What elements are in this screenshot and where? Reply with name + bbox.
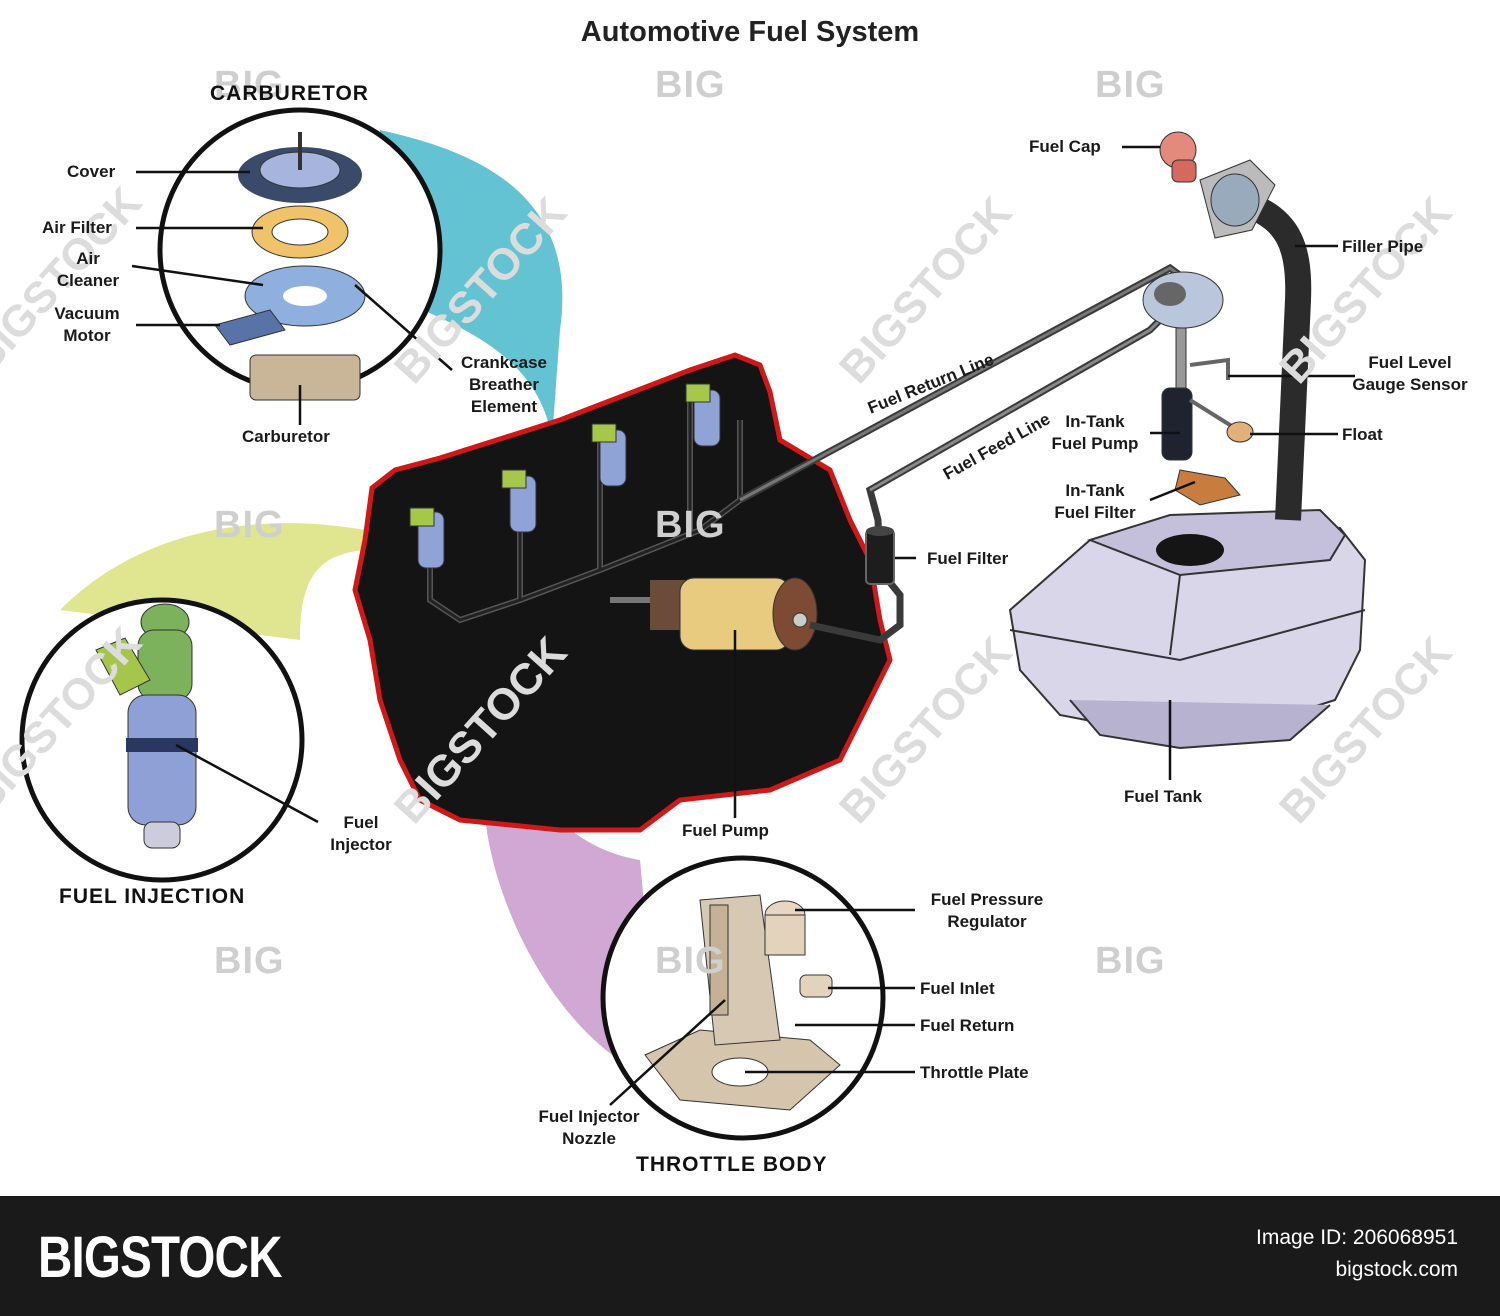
label-fuel-inlet: Fuel Inlet (920, 979, 995, 998)
watermark-big: BIG (214, 64, 285, 106)
filler-pipe-illustration (1243, 192, 1312, 521)
fuel-pump-illustration (610, 577, 818, 651)
label-float: Float (1342, 425, 1383, 444)
engine-injector-3 (591, 423, 627, 487)
watermark-big: BIG (214, 504, 285, 546)
throttle-body-illustration (644, 894, 841, 1111)
fuel-tank-illustration (1008, 508, 1367, 750)
label-fuel-pressure-regulator: Fuel Pressure Regulator (930, 890, 1044, 931)
watermark-big: BIG (214, 940, 285, 982)
watermark-big: BIG (1095, 64, 1166, 106)
section-fuel-injection: FUEL INJECTION (59, 885, 246, 908)
label-fuel-injector-nozzle: Fuel Injector Nozzle (538, 1107, 640, 1148)
engine-block (352, 352, 893, 833)
fuel-cap-illustration (1159, 131, 1197, 183)
label-carburetor: Carburetor (242, 427, 330, 446)
carburetor-parts (214, 132, 366, 401)
diagram-title: Automotive Fuel System (580, 16, 920, 48)
watermark-big: BIG (655, 64, 726, 106)
label-crankcase-breather: Crankcase Breather Element (460, 353, 547, 416)
label-throttle-plate: Throttle Plate (920, 1063, 1029, 1082)
watermark-big: BIG (655, 504, 726, 546)
label-fuel-injector: Fuel Injector (330, 813, 392, 854)
bigstock-logo: BIGSTOCK (38, 1225, 282, 1290)
label-fuel-tank: Fuel Tank (1124, 787, 1203, 806)
label-fuel-filter: Fuel Filter (927, 549, 1009, 568)
section-carburetor: CARBURETOR (210, 82, 369, 105)
engine-injector-2 (501, 469, 537, 533)
watermark-big: BIG (655, 940, 726, 982)
large-fuel-injector-illustration (95, 603, 198, 849)
throttle-callout-bubble (458, 470, 660, 1080)
label-fuel-level-gauge-sensor: Fuel Level Gauge Sensor (1352, 353, 1468, 394)
filler-neck (1199, 159, 1276, 239)
fuel-filter-illustration (865, 526, 895, 585)
image-id-text: Image ID: 206068951 (1256, 1226, 1458, 1249)
section-throttle-body: THROTTLE BODY (636, 1153, 828, 1176)
footer-bar: BIGSTOCK Image ID: 206068951 bigstock.co… (0, 1196, 1500, 1316)
in-tank-assembly (1142, 271, 1254, 506)
engine-injector-1 (409, 507, 445, 569)
leader-lines (131, 145, 1355, 1106)
label-filler-pipe: Filler Pipe (1342, 237, 1424, 256)
label-vacuum-motor: Vacuum Motor (54, 304, 120, 345)
label-fuel-pump: Fuel Pump (682, 821, 769, 840)
label-fuel-cap: Fuel Cap (1029, 137, 1101, 156)
label-fuel-return: Fuel Return (920, 1016, 1015, 1035)
site-url-text: bigstock.com (1335, 1258, 1458, 1281)
label-air-filter: Air Filter (42, 218, 112, 237)
label-in-tank-fuel-pump: In-Tank Fuel Pump (1051, 412, 1139, 453)
engine-injector-4 (685, 383, 721, 447)
label-in-tank-fuel-filter: In-Tank Fuel Filter (1054, 481, 1136, 522)
label-air-cleaner: Air Cleaner (56, 249, 120, 290)
label-cover: Cover (67, 162, 116, 181)
watermark-big: BIG (1095, 940, 1166, 982)
